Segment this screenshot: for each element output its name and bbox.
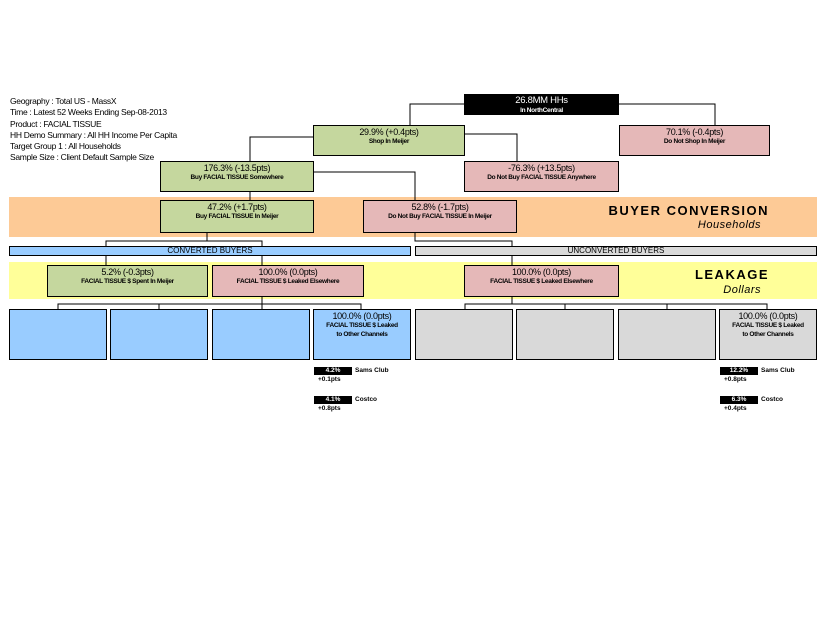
node-label: Shop In Meijer (368, 138, 410, 145)
node-value: 100.0% (0.0pts) (332, 311, 392, 321)
unconverted-empty-node-1 (415, 309, 513, 360)
filter-time: Time : Latest 52 Weeks Ending Sep-08-201… (10, 107, 167, 118)
shop-in-meijer-node[interactable]: 29.9% (+0.4pts) Shop In Meijer (313, 125, 465, 156)
node-label: Do Not Buy FACIAL TISSUE Anywhere (487, 174, 596, 181)
node-label: FACIAL TISSUE $ Spent In Meijer (81, 278, 174, 285)
filter-target-group: Target Group 1 : All Households (10, 141, 121, 152)
channel-pct: 4.1% (314, 396, 352, 404)
channel-change: +0.8pts (318, 405, 341, 412)
filter-geography: Geography : Total US - MassX (10, 96, 117, 106)
not-buy-in-meijer-node[interactable]: 52.8% (-1.7pts) Do Not Buy FACIAL TISSUE… (363, 200, 517, 233)
buy-somewhere-node[interactable]: 176.3% (-13.5pts) Buy FACIAL TISSUE Some… (160, 161, 314, 192)
node-label: to Other Channels (742, 331, 794, 338)
unconverted-empty-node-2 (516, 309, 614, 360)
filter-demo: HH Demo Summary : All HH Income Per Capi… (10, 129, 177, 140)
converted-leaked-elsewhere-node[interactable]: 100.0% (0.0pts) FACIAL TISSUE $ Leaked E… (212, 265, 364, 297)
node-value: 176.3% (-13.5pts) (203, 163, 271, 173)
not-buy-anywhere-node[interactable]: -76.3% (+13.5pts) Do Not Buy FACIAL TISS… (464, 161, 619, 192)
root-label: In NorthCentral (520, 107, 563, 114)
leakage-title: LEAKAGE (694, 267, 769, 282)
channel-costco-unconverted: 6.3%Costco +0.4pts (720, 396, 783, 412)
root-node[interactable]: 26.8MM HHs In NorthCentral (464, 94, 619, 115)
channel-name: Sams Club (761, 367, 795, 374)
node-label: FACIAL TISSUE $ Leaked Elsewhere (490, 278, 593, 285)
converted-buyers-bar: CONVERTED BUYERS (9, 246, 411, 256)
node-label: Do Not Shop In Meijer (663, 138, 726, 145)
unconverted-other-channels-node[interactable]: 100.0% (0.0pts) FACIAL TISSUE $ Leaked t… (719, 309, 817, 360)
node-label: FACIAL TISSUE $ Leaked (326, 322, 398, 329)
node-label: Buy FACIAL TISSUE In Meijer (195, 213, 279, 220)
buyer-conversion-title: BUYER CONVERSION (608, 203, 769, 218)
converted-other-channels-node[interactable]: 100.0% (0.0pts) FACIAL TISSUE $ Leaked t… (313, 309, 411, 360)
leakage-subtitle: Dollars (723, 284, 761, 296)
node-value: -76.3% (+13.5pts) (508, 163, 575, 173)
node-value: 100.0% (0.0pts) (511, 267, 572, 277)
converted-empty-node-3 (212, 309, 310, 360)
channel-pct: 12.2% (720, 367, 758, 375)
channel-costco-converted: 4.1%Costco +0.8pts (314, 396, 377, 412)
channel-change: +0.4pts (724, 405, 747, 412)
channel-name: Sams Club (355, 367, 389, 374)
node-label: FACIAL TISSUE $ Leaked (732, 322, 804, 329)
channel-pct: 6.3% (720, 396, 758, 404)
root-value: 26.8MM HHs (515, 95, 568, 106)
converted-empty-node-1 (9, 309, 107, 360)
filter-product: Product : FACIAL TISSUE (10, 118, 102, 129)
node-value: 47.2% (+1.7pts) (207, 202, 267, 212)
unconverted-buyers-bar: UNCONVERTED BUYERS (415, 246, 817, 256)
node-label: FACIAL TISSUE $ Leaked Elsewhere (236, 278, 340, 285)
filter-sample-size: Sample Size : Client Default Sample Size (10, 152, 154, 163)
node-value: 70.1% (-0.4pts) (665, 127, 724, 137)
node-label: Do Not Buy FACIAL TISSUE In Meijer (388, 213, 492, 220)
channel-name: Costco (355, 396, 378, 403)
buyer-conversion-subtitle: Households (697, 219, 761, 231)
buy-in-meijer-node[interactable]: 47.2% (+1.7pts) Buy FACIAL TISSUE In Mei… (160, 200, 314, 233)
channel-sams-club-converted: 4.2%Sams Club +0.1pts (314, 367, 389, 383)
node-value: 100.0% (0.0pts) (258, 267, 318, 277)
not-shop-in-meijer-node[interactable]: 70.1% (-0.4pts) Do Not Shop In Meijer (619, 125, 770, 156)
channel-name: Costco (761, 396, 784, 403)
unconverted-empty-node-3 (618, 309, 716, 360)
node-label: Buy FACIAL TISSUE Somewhere (190, 174, 284, 181)
converted-empty-node-2 (110, 309, 208, 360)
node-value: 52.8% (-1.7pts) (411, 202, 469, 212)
node-value: 5.2% (-0.3pts) (101, 267, 154, 277)
unconverted-leaked-elsewhere-node[interactable]: 100.0% (0.0pts) FACIAL TISSUE $ Leaked E… (464, 265, 619, 297)
spent-in-meijer-node[interactable]: 5.2% (-0.3pts) FACIAL TISSUE $ Spent In … (47, 265, 208, 297)
node-value: 100.0% (0.0pts) (738, 311, 798, 321)
report-filters: Geography : Total US - MassX Time : Late… (10, 96, 177, 164)
channel-pct: 4.2% (314, 367, 352, 375)
channel-change: +0.8pts (724, 376, 747, 383)
node-value: 29.9% (+0.4pts) (359, 127, 419, 137)
node-label: to Other Channels (336, 331, 388, 338)
channel-change: +0.1pts (318, 376, 341, 383)
channel-sams-club-unconverted: 12.2%Sams Club +0.8pts (720, 367, 795, 383)
